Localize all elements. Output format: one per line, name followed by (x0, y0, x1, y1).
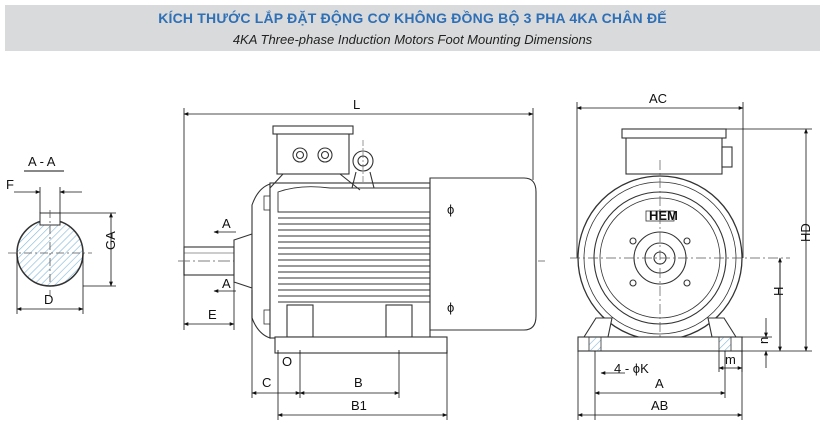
top-fins (277, 186, 431, 213)
foot-hole-left (588, 336, 602, 352)
lifting-eye-stem (351, 171, 375, 189)
fan-cover-mark-top: ϕ (447, 202, 454, 217)
section-mark-bottom: A (222, 276, 231, 291)
front-view: AC HEM HD (570, 91, 813, 420)
dim-m-label: m (725, 352, 736, 367)
front-foot-right (707, 317, 737, 338)
dim-e-label: E (208, 307, 217, 322)
bolt-hole-1 (629, 237, 637, 245)
dim-ga-label: GA (103, 231, 118, 250)
bolt-hole-2 (683, 237, 691, 245)
bolt-hole-3 (629, 279, 637, 287)
terminal-box-base (269, 173, 361, 191)
dim-k-label: 4 - ϕK (614, 361, 649, 376)
dim-h-label: H (771, 287, 786, 296)
dim-ab-label: AB (651, 398, 668, 413)
dim-l-label: L (353, 97, 360, 112)
dim-c-label: C (262, 375, 271, 390)
terminal-box (276, 129, 350, 175)
base-plate (274, 336, 448, 354)
bearing-cover (233, 233, 253, 289)
section-view-aa: A - A F GA D (6, 154, 118, 314)
brand-logo: HEM (649, 208, 678, 223)
front-terminal-box-lid (621, 128, 727, 139)
dim-n-label: n (756, 337, 771, 344)
side-view: L (178, 97, 545, 420)
front-terminal-box (625, 135, 723, 175)
cable-gland-1-inner (295, 150, 305, 160)
foot-front (286, 304, 314, 338)
bolt-hole-4 (683, 279, 691, 287)
dim-d-label: D (44, 292, 53, 307)
fan-cover (429, 177, 537, 331)
front-foot-left (583, 317, 613, 338)
title-english: 4KA Three-phase Induction Motors Foot Mo… (232, 32, 593, 47)
dim-a-label: A (655, 376, 664, 391)
dim-o-label: O (282, 354, 292, 369)
dim-ac-label: AC (649, 91, 667, 106)
foot-hole-right (718, 336, 732, 352)
dim-b-label: B (354, 375, 363, 390)
cooling-fins (278, 217, 430, 303)
title-banner: KÍCH THƯỚC LẮP ĐẶT ĐỘNG CƠ KHÔNG ĐỒNG BỘ… (5, 5, 820, 51)
dim-f-label: F (6, 177, 14, 192)
front-base (577, 336, 743, 352)
terminal-box-lid (272, 125, 354, 135)
section-mark-top: A (222, 216, 231, 231)
dim-b1-label: B1 (351, 398, 367, 413)
dim-hd-label: HD (798, 223, 813, 242)
title-vietnamese: KÍCH THƯỚC LẮP ĐẶT ĐỘNG CƠ KHÔNG ĐỒNG BỘ… (158, 10, 667, 26)
section-title: A - A (28, 154, 56, 169)
foot-rear (385, 304, 413, 338)
front-cable-gland (721, 146, 733, 168)
cable-gland-2-inner (320, 150, 330, 160)
fan-cover-mark-bottom: ϕ (447, 300, 454, 315)
